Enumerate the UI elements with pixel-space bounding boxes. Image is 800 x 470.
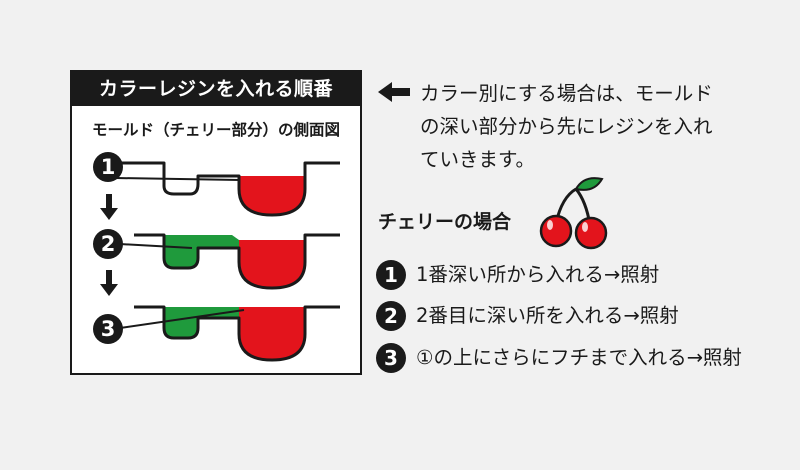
instruction-text: 2番目に深い所を入れる→照射 [416, 304, 679, 327]
resin-green-fill-2 [164, 235, 239, 268]
step-number-badge-3 [93, 314, 123, 344]
mold-step-3: 3 [93, 305, 340, 362]
panel-subtitle: モールド（チェリー部分）の側面図 [91, 121, 340, 139]
mold-diagram: 1 2 3 [93, 152, 340, 362]
resin-red-fill-1 [239, 176, 305, 215]
step-number-1: 1 [101, 155, 116, 179]
mold-outline-3 [134, 305, 340, 362]
down-arrow-icon [100, 270, 118, 296]
pointer-line-2 [119, 243, 193, 249]
pointer-line-3 [119, 309, 245, 329]
step-number-badge-2 [93, 229, 123, 259]
explanation-note: カラー別にする場合は、モールドの深い部分から先にレジンを入れていきます。 [420, 82, 713, 171]
resin-red-fill-3 [239, 307, 305, 360]
step-number-badge-1 [93, 152, 123, 182]
cherry-icon [539, 177, 608, 250]
panel-title: カラーレジンを入れる順番 [72, 72, 360, 106]
instruction-step-1: 1 1番深い所から入れる→照射 [376, 258, 746, 291]
pointer-line-1 [115, 177, 241, 181]
mold-side-view-panel: カラーレジンを入れる順番 モールド（チェリー部分）の側面図 1 2 [70, 70, 362, 375]
mold-step-2: 2 [93, 229, 340, 290]
instruction-step-3: 3 ①の上にさらにフチまで入れる→照射 [376, 341, 746, 374]
down-arrow-icon [100, 194, 118, 220]
instruction-number-badge: 3 [376, 343, 406, 373]
mold-outline-1 [102, 161, 340, 217]
left-arrow-icon [378, 82, 410, 102]
instruction-number-badge: 1 [376, 260, 406, 290]
instruction-number-badge: 2 [376, 301, 406, 331]
mold-outline-2 [134, 233, 340, 290]
instruction-text: ①の上にさらにフチまで入れる→照射 [416, 346, 742, 369]
resin-red-fill-2 [239, 240, 305, 288]
instruction-text: 1番深い所から入れる→照射 [416, 263, 660, 286]
resin-green-fill-3 [164, 307, 239, 338]
step-number-3: 3 [101, 317, 116, 341]
mold-step-1: 1 [93, 152, 340, 217]
cherry-heading: チェリーの場合 [378, 211, 512, 233]
instruction-step-2: 2 2番目に深い所を入れる→照射 [376, 299, 746, 332]
step-number-2: 2 [101, 232, 116, 256]
